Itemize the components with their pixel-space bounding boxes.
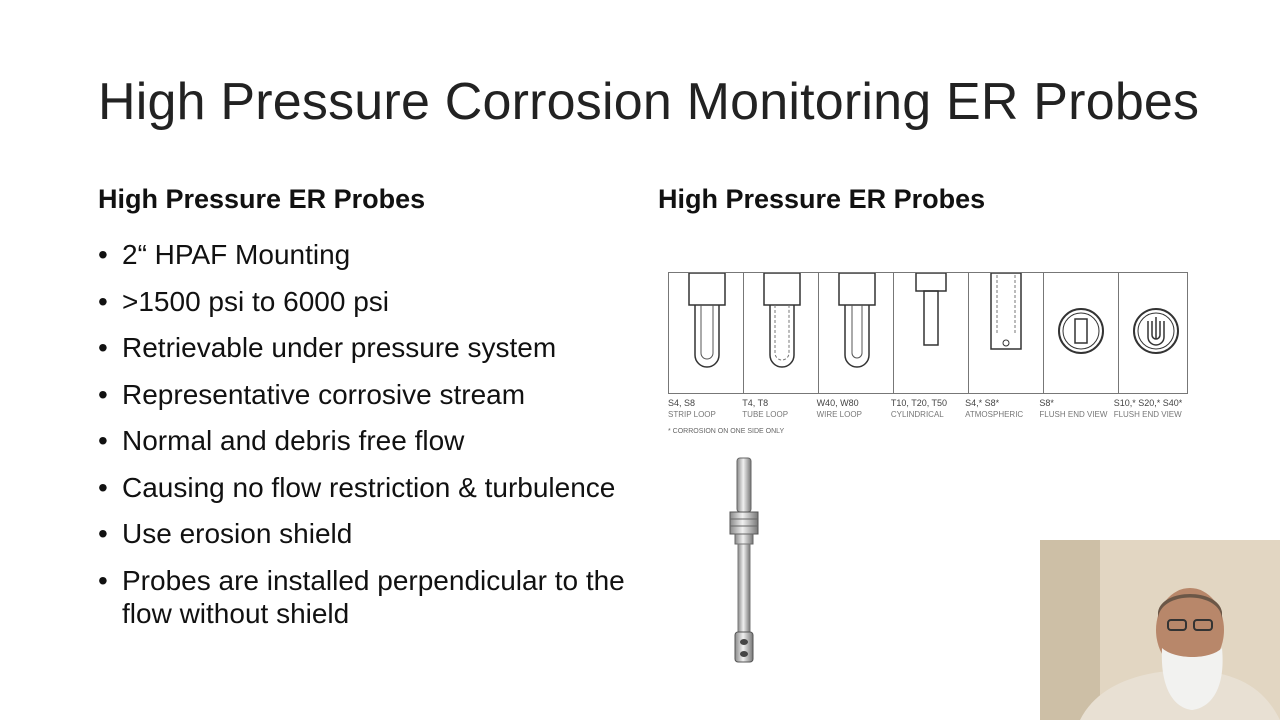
bullet-text: Retrievable under pressure system — [122, 332, 557, 363]
bullet-item: • Causing no flow restriction & turbulenc… — [98, 471, 628, 504]
atmospheric-drawing — [969, 272, 1044, 393]
probe-code: S4,* S8* — [965, 398, 1000, 408]
bullet-dot: • — [98, 239, 108, 270]
probe-name: FLUSH END VIEW — [1113, 410, 1182, 419]
bullet-dot: • — [98, 471, 108, 503]
wire-loop-drawing — [819, 272, 894, 393]
probe-label: S4, S8 STRIP LOOP — [668, 398, 742, 420]
right-column-heading: High Pressure ER Probes — [658, 184, 986, 214]
probe-label: S8* FLUSH END VIEW — [1039, 398, 1113, 420]
bullet-item: • Representative corrosive stream — [98, 378, 628, 411]
probe-name: STRIP LOOP — [668, 410, 716, 419]
strip-loop-drawing — [669, 272, 744, 393]
probe-type-labels: S4, S8 STRIP LOOP T4, T8 TUBE LOOP W40, W8… — [668, 398, 1188, 420]
bullet-item: • Normal and debris free flow — [98, 424, 628, 457]
bullet-text: Normal and debris free flow — [122, 425, 465, 456]
probe-element-drawings — [668, 272, 1188, 394]
probe-name: WIRE LOOP — [816, 410, 862, 419]
bullet-item: • Probes are installed perpendicular to t… — [98, 564, 628, 630]
probe-code: T4, T8 — [742, 398, 769, 408]
left-column-heading: High Pressure ER Probes — [98, 184, 426, 214]
bullet-text: Use erosion shield — [122, 518, 353, 549]
tube-loop-drawing — [744, 272, 819, 393]
cylindrical-drawing — [894, 272, 969, 393]
bullet-text: Probes are installed perpendicular to th… — [122, 564, 625, 629]
bullet-dot: • — [98, 378, 108, 410]
probe-name: TUBE LOOP — [742, 410, 789, 419]
probe-code: S4, S8 — [668, 398, 696, 408]
bullet-item: • Use erosion shield — [98, 517, 628, 550]
bullet-item: • Retrievable under pressure system — [98, 331, 628, 364]
probe-code: T10, T20, T50 — [890, 398, 948, 408]
flush-end-view-spiral-drawing — [1119, 273, 1193, 393]
probe-code: S8* — [1039, 398, 1054, 408]
bullet-text: >1500 psi to 6000 psi — [122, 285, 389, 317]
probe-code: W40, W80 — [816, 398, 859, 408]
bullet-text: 2“ HPAF Mounting — [122, 239, 351, 270]
bullet-item: • >1500 psi to 6000 psi — [98, 285, 628, 318]
bullet-dot: • — [98, 425, 108, 456]
probe-name: FLUSH END VIEW — [1039, 410, 1108, 419]
er-probe-photo — [726, 456, 762, 666]
probe-code: S10,* S20,* S40* — [1113, 398, 1183, 408]
bullet-list: • 2“ HPAF Mounting • >1500 psi to 6000 psi… — [98, 238, 628, 643]
probe-name: CYLINDRICAL — [890, 410, 944, 419]
probe-label: S4,* S8* ATMOSPHERIC — [965, 398, 1039, 420]
bullet-item: • 2“ HPAF Mounting — [98, 238, 628, 271]
probe-label: S10,* S20,* S40* FLUSH END VIEW — [1114, 398, 1188, 420]
presenter-webcam-video — [1040, 540, 1280, 720]
bullet-dot: • — [98, 332, 108, 363]
flush-end-view-drawing — [1044, 273, 1119, 393]
bullet-dot: • — [98, 518, 108, 549]
probe-types-diagram: S4, S8 STRIP LOOP T4, T8 TUBE LOOP W40, W8… — [668, 272, 1188, 435]
bullet-dot: • — [98, 564, 108, 596]
probe-name: ATMOSPHERIC — [965, 410, 1024, 419]
footnote: * CORROSION ON ONE SIDE ONLY — [668, 428, 785, 435]
slide-title: High Pressure Corrosion Monitoring ER Pr… — [98, 73, 1200, 131]
bullet-text: Causing no flow restriction & turbulence — [122, 471, 616, 503]
bullet-dot: • — [98, 285, 108, 317]
probe-label: T4, T8 TUBE LOOP — [742, 398, 816, 420]
bullet-text: Representative corrosive stream — [122, 378, 526, 410]
